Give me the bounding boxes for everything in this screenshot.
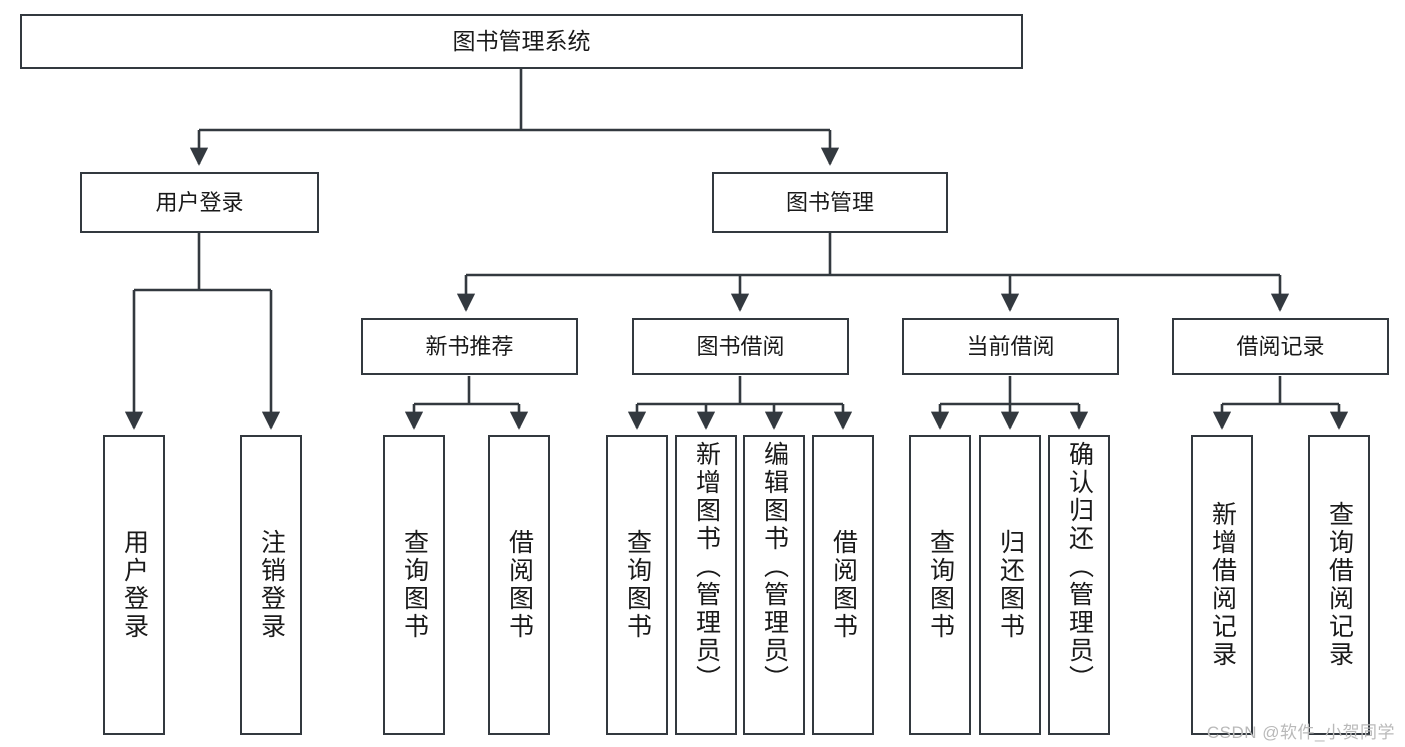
- node-current-borrow[interactable]: 当前借阅: [902, 318, 1119, 375]
- node-book-borrow[interactable]: 图书借阅: [632, 318, 849, 375]
- node-label: 图书管理系统: [452, 27, 591, 54]
- node-label: 新增图书（管理员）: [692, 441, 721, 693]
- node-leaf-borrow-book-1[interactable]: 借阅图书: [488, 435, 550, 735]
- node-label: 用户登录: [155, 189, 244, 215]
- node-label: 借阅图书: [829, 529, 858, 641]
- node-leaf-query-record[interactable]: 查询借阅记录: [1308, 435, 1370, 735]
- watermark-text: CSDN @软件_小贺同学: [1206, 723, 1395, 742]
- node-label: 注销登录: [257, 529, 286, 641]
- node-leaf-logout[interactable]: 注销登录: [240, 435, 302, 735]
- node-leaf-add-record[interactable]: 新增借阅记录: [1191, 435, 1253, 735]
- node-new-book-rec[interactable]: 新书推荐: [361, 318, 578, 375]
- node-label: 确认归还（管理员）: [1065, 441, 1094, 693]
- node-leaf-return-book[interactable]: 归还图书: [979, 435, 1041, 735]
- node-label: 借阅图书: [505, 529, 534, 641]
- node-label: 图书管理: [785, 189, 874, 215]
- node-borrow-record[interactable]: 借阅记录: [1172, 318, 1389, 375]
- node-label: 查询图书: [623, 529, 652, 641]
- node-label: 查询图书: [400, 529, 429, 641]
- node-label: 新增借阅记录: [1208, 501, 1237, 669]
- node-label: 归还图书: [996, 529, 1025, 641]
- node-label: 查询图书: [926, 529, 955, 641]
- node-label: 借阅记录: [1236, 333, 1325, 359]
- node-leaf-user-login[interactable]: 用户登录: [103, 435, 165, 735]
- node-label: 查询借阅记录: [1325, 501, 1354, 669]
- node-root-system[interactable]: 图书管理系统: [20, 14, 1023, 69]
- node-leaf-query-book-2[interactable]: 查询图书: [606, 435, 668, 735]
- node-label: 编辑图书（管理员）: [760, 441, 789, 693]
- node-book-manage[interactable]: 图书管理: [712, 172, 948, 233]
- node-leaf-query-book-1[interactable]: 查询图书: [383, 435, 445, 735]
- node-leaf-edit-book[interactable]: 编辑图书（管理员）: [743, 435, 805, 735]
- node-leaf-query-book-3[interactable]: 查询图书: [909, 435, 971, 735]
- node-leaf-add-book[interactable]: 新增图书（管理员）: [675, 435, 737, 735]
- node-leaf-borrow-book-2[interactable]: 借阅图书: [812, 435, 874, 735]
- node-label: 用户登录: [120, 529, 149, 641]
- node-leaf-confirm-return[interactable]: 确认归还（管理员）: [1048, 435, 1110, 735]
- node-label: 新书推荐: [425, 333, 514, 359]
- node-label: 当前借阅: [966, 333, 1055, 359]
- node-label: 图书借阅: [696, 333, 785, 359]
- node-user-login[interactable]: 用户登录: [80, 172, 319, 233]
